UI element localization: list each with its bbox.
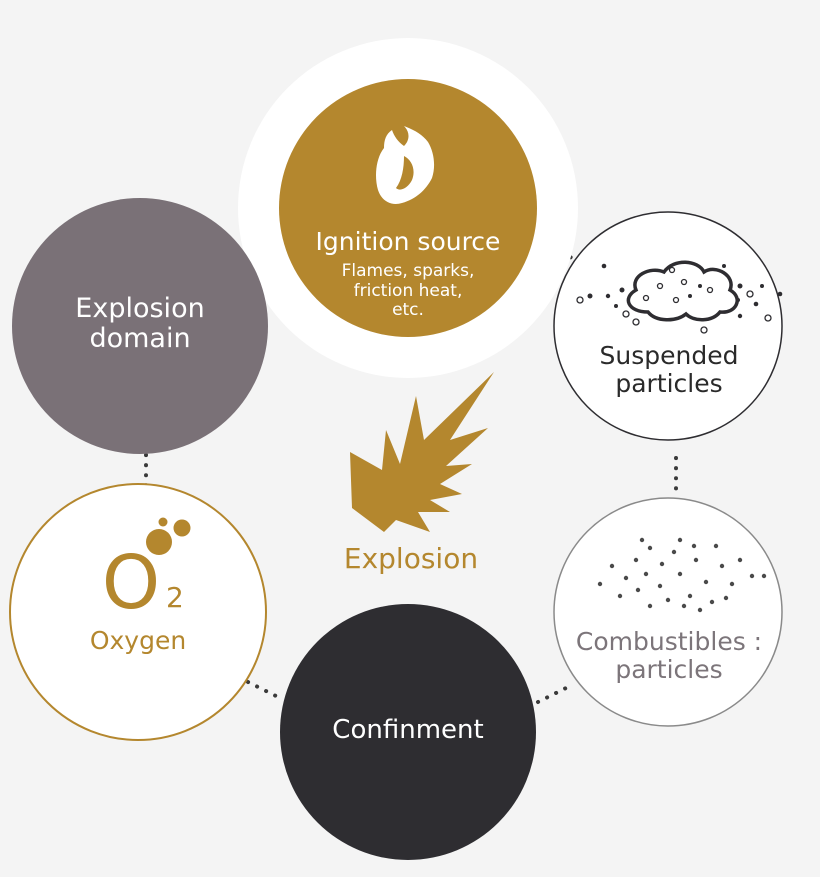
connector-oxygen-confinment [246,680,286,702]
particles-icon [597,537,767,613]
oxygen-circle [9,483,267,741]
explosion-burst-icon [350,372,494,532]
dust-particles [576,263,783,334]
oxygen-symbol: O [101,540,161,626]
explosion-domain-label: Explosion domain [75,293,205,355]
oxygen-subscript: 2 [166,581,184,614]
suspended-particles-circle [553,211,783,441]
confinment-label: Confinment [332,715,484,745]
dust-cloud-icon [626,260,739,322]
suspended-particles-label: Suspended particles [599,341,739,398]
flame-icon [376,126,435,204]
connector-confinment-combustibles [536,682,576,704]
bubbles-icon [146,517,191,555]
ignition-source-title: Ignition source [315,227,501,256]
combustibles-label: Combustibles : particles [575,627,763,684]
ignition-source-subtitle: Flames, sparks, friction heat, etc. [341,261,475,321]
combustibles-circle [553,497,783,727]
ignition-source-circle [279,79,537,337]
explosion-domain-circle [12,198,268,454]
confinment-circle [280,604,536,860]
explosion-label: Explosion [343,542,479,575]
oxygen-label: Oxygen [89,626,187,655]
